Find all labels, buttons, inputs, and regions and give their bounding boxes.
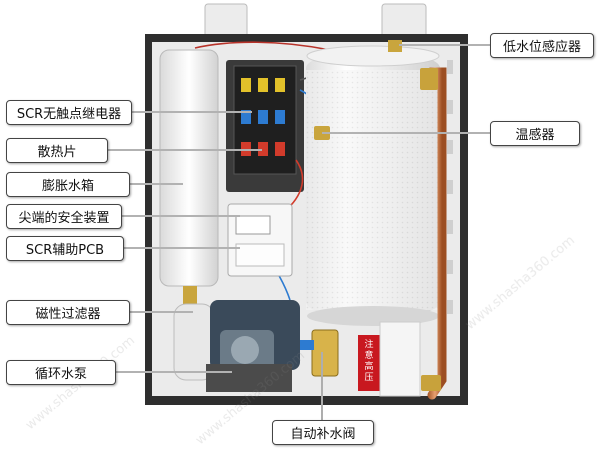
watermark-text: www.shasha360.com <box>463 233 578 333</box>
label-auto-refill-valve: 自动补水阀 <box>272 420 374 445</box>
label-heat-sink: 散热片 <box>6 138 108 163</box>
label-low-water-sensor: 低水位感应器 <box>490 33 594 58</box>
refill-valve <box>311 329 339 377</box>
label-expansion-tank: 膨胀水箱 <box>6 172 130 197</box>
top-vent-pipe-left <box>204 3 248 39</box>
warning-sticker <box>358 335 380 391</box>
side-slots <box>447 60 453 314</box>
label-circulation-pump: 循环水泵 <box>6 360 116 385</box>
pump-housing <box>206 364 292 392</box>
label-temp-sensor: 温感器 <box>490 121 580 146</box>
expansion-tank <box>159 49 219 287</box>
top-vent-pipe-right <box>381 3 427 39</box>
low-water-sensor-part <box>388 40 402 52</box>
relay-terminals <box>241 78 285 156</box>
label-safety-device: 尖端的安全装置 <box>6 204 122 229</box>
warning-sticker-text: 注意高压 <box>364 340 374 383</box>
label-magnetic-filter: 磁性过滤器 <box>6 300 130 325</box>
label-scr-relay: SCR无触点继电器 <box>6 100 132 125</box>
label-scr-pcb: SCR辅助PCB <box>6 236 124 261</box>
